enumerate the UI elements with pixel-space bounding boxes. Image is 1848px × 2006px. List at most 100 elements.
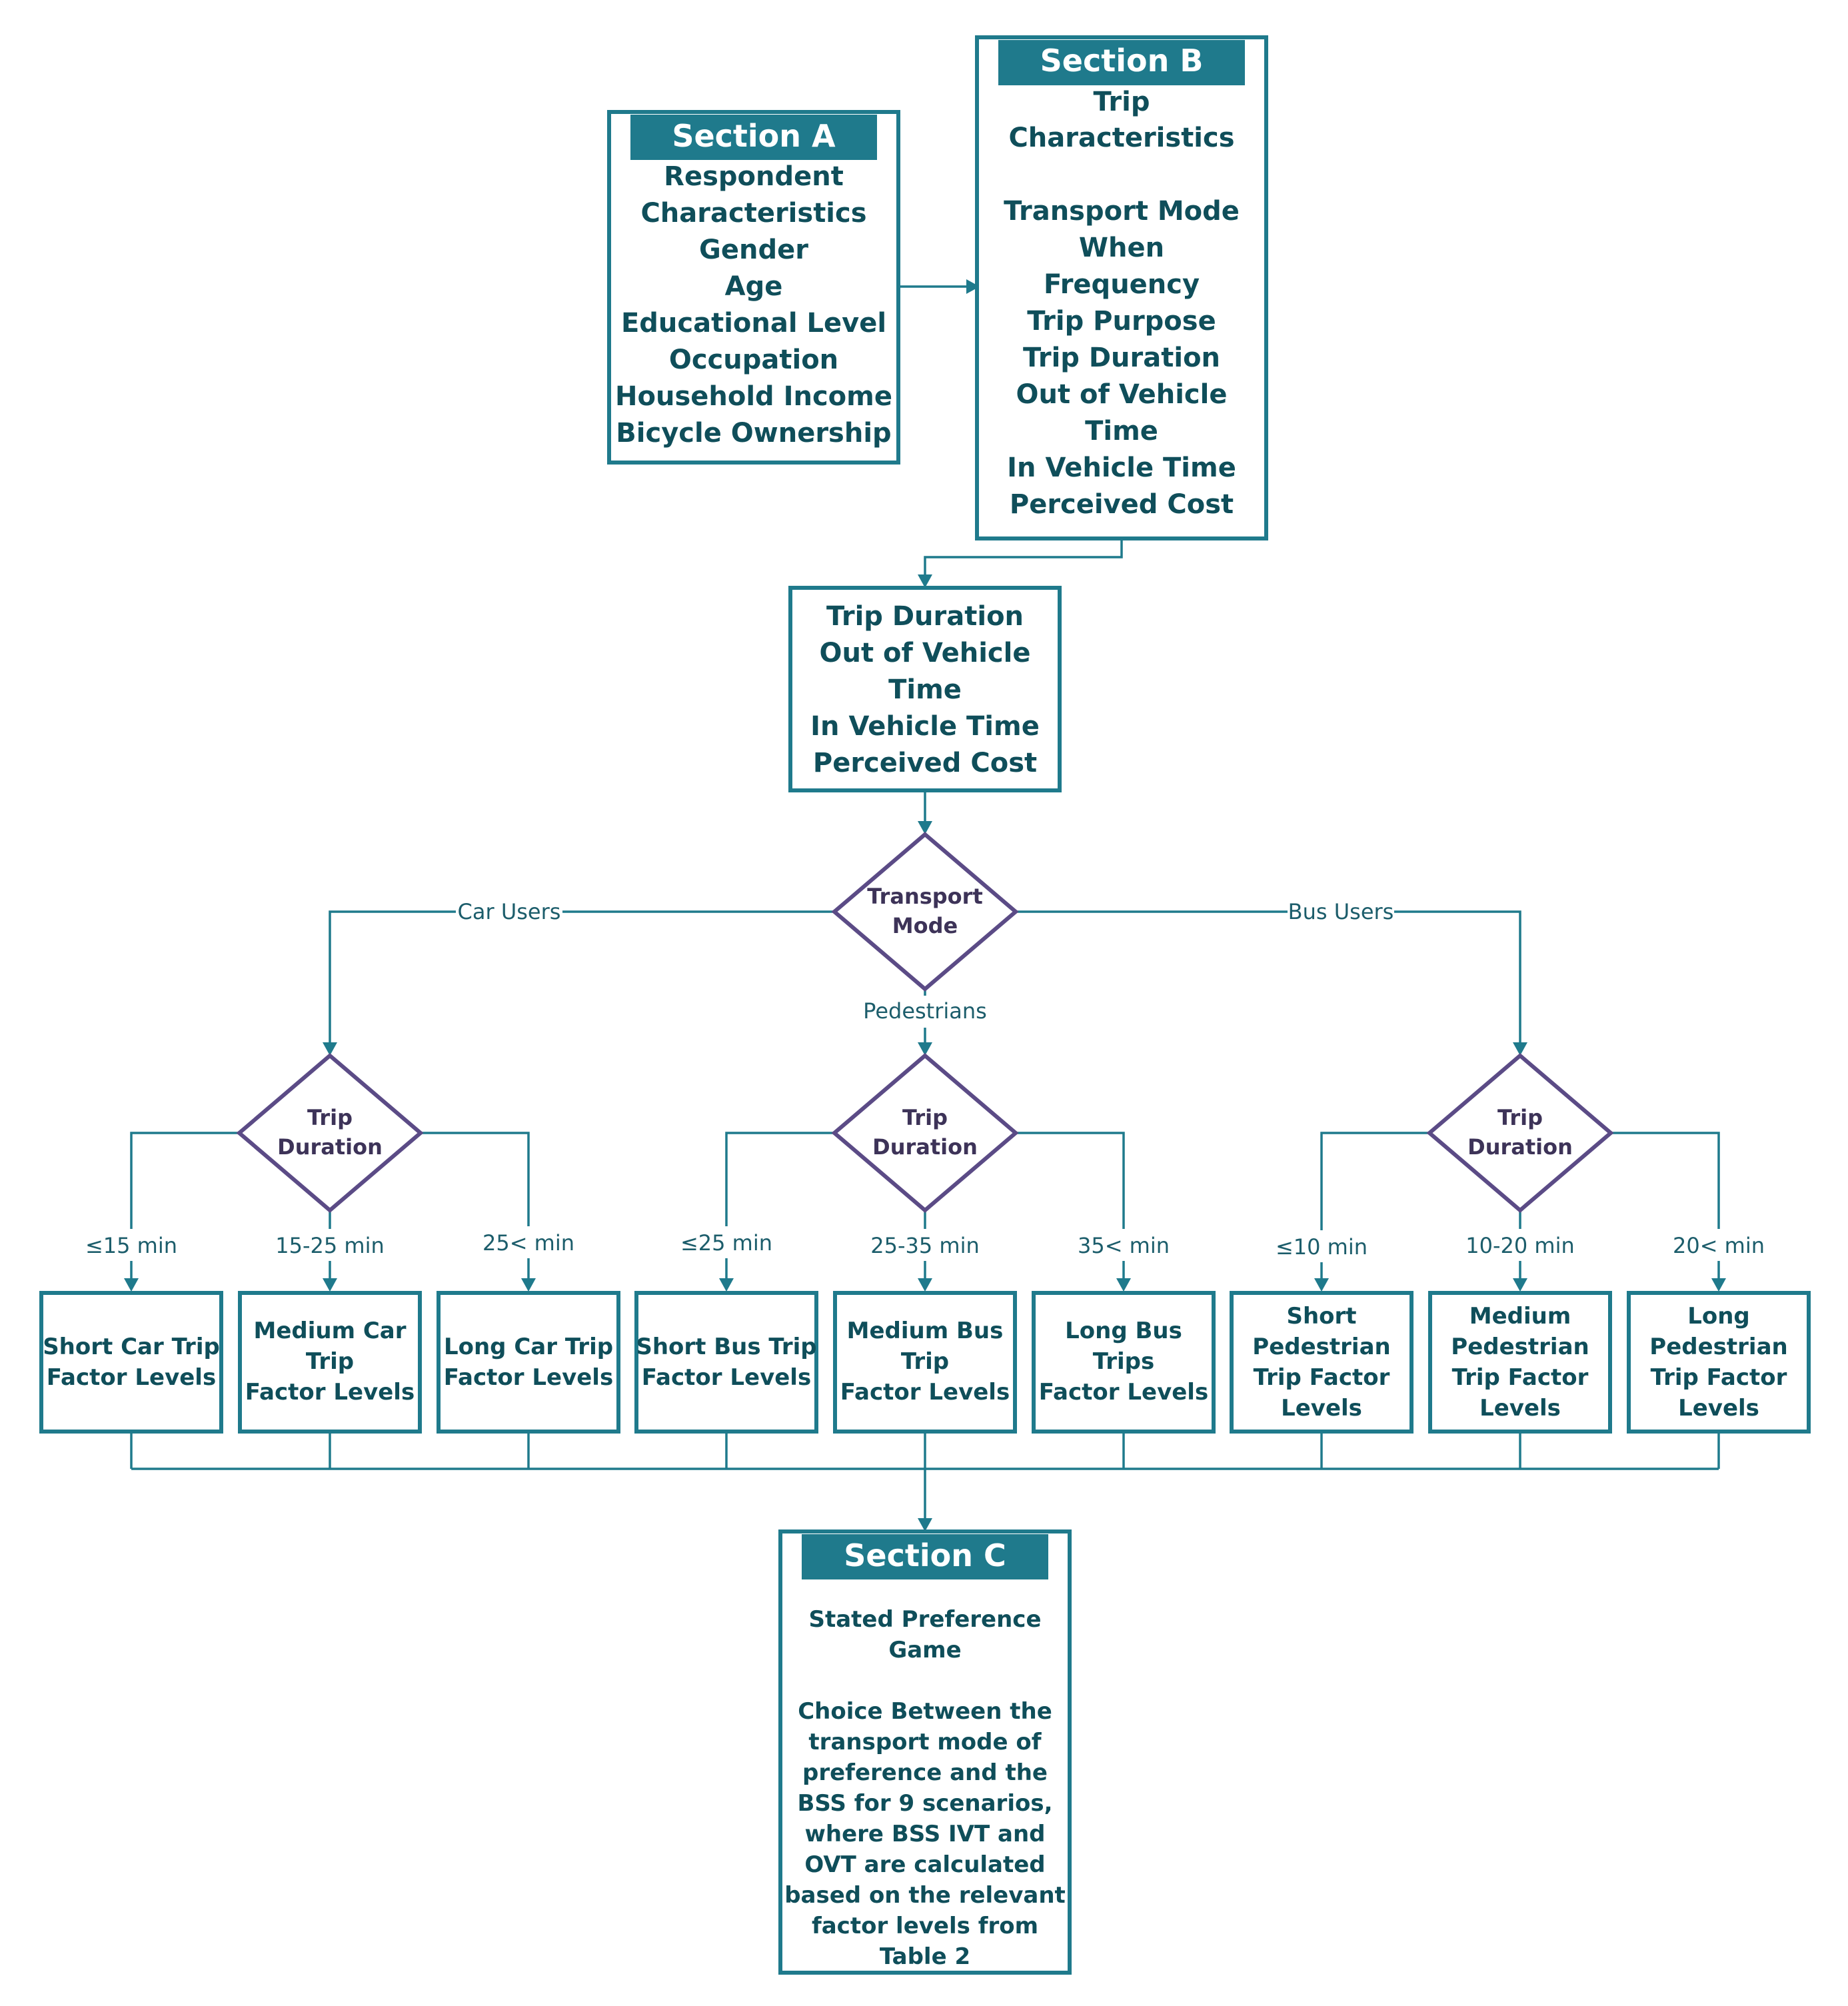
- arrowhead-factor-5: [918, 1278, 932, 1292]
- section-b-line-4: Transport Mode: [1004, 196, 1240, 227]
- pedestrians-label: Pedestrians: [863, 998, 987, 1024]
- bus-users-label-bg: [1288, 896, 1394, 928]
- right-duration-line-2: Duration: [1467, 1134, 1573, 1160]
- section-b-box: Section B Trip Characteristics Transport…: [975, 35, 1268, 540]
- factor-box-9-line-4: Levels: [1678, 1395, 1759, 1422]
- duration-range-labels: ≤15 min 15-25 min 25< min ≤25 min 25-35 …: [75, 1226, 1775, 1262]
- factor-box-5-line-3: Factor Levels: [840, 1379, 1010, 1406]
- factor-box-6-line-2: Trips: [1093, 1348, 1154, 1375]
- section-a-line-7: Household Income: [615, 381, 892, 412]
- car-duration-line-2: Duration: [277, 1134, 383, 1160]
- section-c-box: Section C Stated Preference Game Choice …: [778, 1529, 1072, 1975]
- bus-users-label: Bus Users: [1288, 899, 1394, 924]
- arrowhead-factor-3: [521, 1278, 536, 1292]
- section-a-line-6: Occupation: [669, 345, 838, 375]
- factor-box-8-line-1: Medium: [1469, 1303, 1571, 1330]
- connector-right-short: [1320, 1132, 1429, 1278]
- factor-box-1-line-2: Factor Levels: [47, 1364, 216, 1391]
- trip-attributes-box: Trip Duration Out of Vehicle Time In Veh…: [788, 586, 1062, 792]
- arrowhead-b-to-trip-attributes: [918, 574, 932, 588]
- section-b-banner: [998, 40, 1245, 85]
- section-b-line-2: Characteristics: [1008, 123, 1234, 153]
- factor-box-5-line-1: Medium Bus: [847, 1318, 1004, 1344]
- factor-box-5-line-2: Trip: [901, 1348, 949, 1375]
- middle-duration-line-2: Duration: [872, 1134, 978, 1160]
- section-c-banner: [802, 1534, 1048, 1579]
- car-users-label: Car Users: [458, 899, 561, 924]
- duration-range-label-8: 10-20 min: [1465, 1233, 1575, 1258]
- arrowhead-factor-6: [1116, 1278, 1131, 1292]
- section-b-line-5: When: [1079, 233, 1164, 263]
- transport-mode-line-1: Transport: [867, 884, 982, 909]
- factor-box-9-line-3: Trip Factor: [1651, 1364, 1787, 1391]
- factor-box-8-line-3: Trip Factor: [1452, 1364, 1589, 1391]
- section-c-heading: Section C: [844, 1537, 1006, 1573]
- factor-box-7-line-4: Levels: [1281, 1395, 1362, 1422]
- section-b-line-12: Perceived Cost: [1010, 489, 1234, 520]
- section-a-line-3: Gender: [699, 235, 808, 265]
- section-a-box: Section A Respondent Characteristics Gen…: [607, 110, 900, 465]
- factor-box-short-car: Short Car Trip Factor Levels: [39, 1291, 223, 1434]
- factor-box-short-pedestrian: Short Pedestrian Trip Factor Levels: [1230, 1291, 1413, 1434]
- section-a-line-4: Age: [725, 271, 783, 302]
- connectors: [124, 279, 1726, 1531]
- factor-box-medium-bus: Medium Bus Trip Factor Levels: [833, 1291, 1017, 1434]
- factor-box-medium-pedestrian: Medium Pedestrian Trip Factor Levels: [1428, 1291, 1612, 1434]
- factor-box-7-line-2: Pedestrian: [1252, 1334, 1390, 1360]
- factor-box-2-line-3: Factor Levels: [245, 1379, 415, 1406]
- factor-box-9-line-2: Pedestrian: [1649, 1334, 1787, 1360]
- arrowhead-factor-2: [323, 1278, 337, 1292]
- section-a-line-8: Bicycle Ownership: [616, 418, 891, 449]
- section-a-heading: Section A: [672, 118, 836, 154]
- connector-mode-to-car: [329, 910, 834, 1042]
- duration-range-label-4: ≤25 min: [680, 1230, 772, 1256]
- middle-duration-line-1: Trip: [902, 1105, 948, 1130]
- arrowhead-mode-to-bus: [1513, 1042, 1527, 1056]
- section-a-line-2: Characteristics: [640, 198, 866, 229]
- arrowhead-factor-1: [124, 1278, 139, 1292]
- factor-box-long-car: Long Car Trip Factor Levels: [437, 1291, 620, 1434]
- pedestrians-label-bg: [860, 996, 990, 1028]
- arrowhead-mode-to-car: [323, 1042, 337, 1056]
- duration-range-label-2: 15-25 min: [275, 1233, 385, 1258]
- duration-range-label-9: 20< min: [1673, 1233, 1765, 1258]
- factor-box-4-line-1: Short Bus Trip: [636, 1334, 816, 1360]
- factor-box-2-line-1: Medium Car: [253, 1318, 406, 1344]
- factor-box-8-line-2: Pedestrian: [1451, 1334, 1589, 1360]
- section-b-line-8: Trip Duration: [1023, 343, 1220, 373]
- trip-attributes-line-2: Out of Vehicle: [820, 638, 1031, 668]
- factor-box-8-line-4: Levels: [1479, 1395, 1561, 1422]
- section-b-line-10: Time: [1085, 416, 1158, 447]
- section-b-line-7: Trip Purpose: [1027, 306, 1216, 337]
- car-users-label-bg: [456, 896, 562, 928]
- arrowhead-factor-9: [1711, 1278, 1726, 1292]
- factor-box-long-bus: Long Bus Trips Factor Levels: [1032, 1291, 1216, 1434]
- duration-range-label-7: ≤10 min: [1276, 1234, 1368, 1260]
- section-c-line-1: Stated Preference: [808, 1606, 1041, 1633]
- factor-box-2-line-2: Trip: [306, 1348, 354, 1375]
- section-c-line-10: based on the relevant: [784, 1882, 1066, 1909]
- collector-drops: [130, 1432, 1720, 1469]
- car-duration-decision: Trip Duration: [236, 1053, 424, 1213]
- arrowhead-factor-4: [719, 1278, 734, 1292]
- section-c-line-2: Game: [888, 1637, 961, 1663]
- arrowhead-factor-8: [1513, 1278, 1527, 1292]
- section-a-line-5: Educational Level: [621, 308, 886, 339]
- arrowhead-mode-to-pedestrians: [918, 1042, 932, 1056]
- duration-range-label-5: 25-35 min: [870, 1233, 980, 1258]
- section-b-line-1: Trip: [1094, 87, 1150, 117]
- right-duration-line-1: Trip: [1497, 1105, 1543, 1130]
- section-c-line-9: OVT are calculated: [804, 1851, 1045, 1878]
- section-c-line-12: Table 2: [880, 1943, 970, 1970]
- section-a-line-1: Respondent: [664, 161, 844, 192]
- arrowhead-trip-attributes-to-mode: [918, 821, 932, 834]
- arrowhead-a-to-b: [966, 279, 980, 294]
- factor-box-long-pedestrian: Long Pedestrian Trip Factor Levels: [1627, 1291, 1811, 1434]
- factor-box-7-line-3: Trip Factor: [1254, 1364, 1390, 1391]
- duration-range-label-3: 25< min: [482, 1230, 574, 1256]
- factor-box-7-line-1: Short: [1286, 1303, 1356, 1330]
- arrowhead-factor-7: [1314, 1278, 1329, 1292]
- section-b-heading: Section B: [1040, 43, 1204, 79]
- trip-attributes-line-5: Perceived Cost: [813, 748, 1037, 778]
- factor-box-6-line-1: Long Bus: [1065, 1318, 1182, 1344]
